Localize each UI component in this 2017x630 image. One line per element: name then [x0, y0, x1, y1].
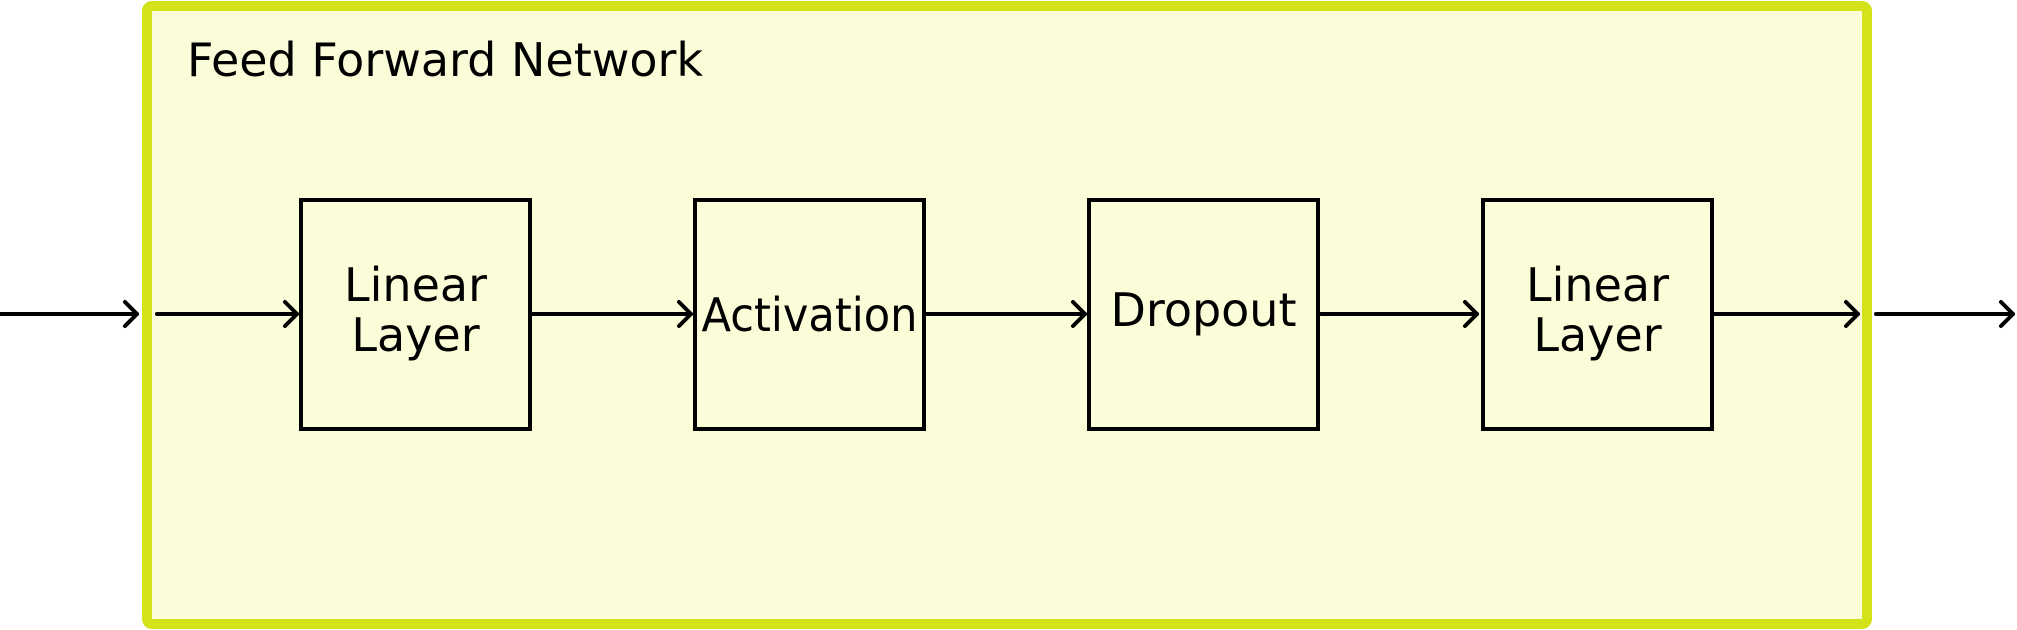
edge-input [0, 300, 139, 328]
arrow-head-icon [123, 300, 139, 328]
arrow-head-icon [1463, 300, 1479, 328]
block-linear-layer-1: Linear Layer [299, 198, 532, 431]
arrow-head-icon [1999, 300, 2015, 328]
block-label-line: Layer [1533, 308, 1661, 362]
block-dropout: Dropout [1087, 198, 1320, 431]
arrow-head-icon [1071, 300, 1087, 328]
edge-output [1874, 300, 2015, 328]
edge-activation-to-dropout [923, 300, 1087, 328]
block-label-line: Linear [344, 258, 487, 312]
arrow-head-icon [283, 300, 299, 328]
arrow-head-icon [1844, 300, 1860, 328]
arrow-head-icon [677, 300, 693, 328]
edge-container-to-linear-layer-1 [155, 300, 299, 328]
block-label-line: Linear [1526, 258, 1669, 312]
block-label-line: Layer [351, 308, 479, 362]
edge-linear-layer-1-to-activation [529, 300, 693, 328]
container-title: Feed Forward Network [187, 33, 703, 87]
block-label-line: Activation [702, 288, 918, 342]
block-linear-layer-2: Linear Layer [1481, 198, 1714, 431]
block-activation: Activation [693, 198, 926, 431]
edge-dropout-to-linear-layer-2 [1319, 300, 1479, 328]
block-label-line: Dropout [1111, 283, 1297, 337]
edge-linear-layer-2-to-container-exit [1711, 300, 1860, 328]
